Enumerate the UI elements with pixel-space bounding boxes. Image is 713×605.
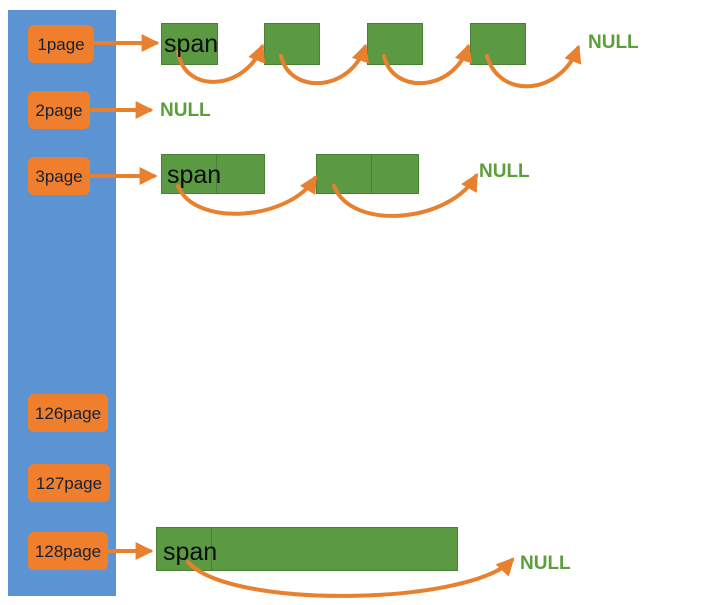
span-box-row1-4 bbox=[470, 23, 526, 65]
page-label-126: 126page bbox=[34, 403, 102, 423]
span-box-row1-2 bbox=[264, 23, 320, 65]
span-box-row3-1a bbox=[161, 154, 217, 194]
page-box-127: 127page bbox=[28, 464, 110, 502]
page-box-128: 128page bbox=[28, 532, 108, 570]
page-box-2: 2page bbox=[28, 91, 90, 129]
page-label-128: 128page bbox=[34, 541, 102, 561]
arrow-row1-link-4 bbox=[485, 44, 582, 89]
span-label-row3: span bbox=[167, 161, 222, 189]
page-box-1: 1page bbox=[28, 25, 94, 63]
page-box-126: 126page bbox=[28, 394, 108, 432]
arrow-row128-link-1 bbox=[186, 557, 515, 598]
arrow-row1-link-2 bbox=[279, 43, 369, 86]
span-box-row1-3 bbox=[367, 23, 423, 65]
arrow-row1-link-3 bbox=[382, 43, 472, 86]
arrow-row3-link-2 bbox=[332, 172, 478, 218]
span-box-row3-2b bbox=[371, 154, 419, 194]
null-label-row1: NULL bbox=[588, 32, 639, 53]
span-label-row128: span bbox=[163, 538, 218, 566]
null-label-row128: NULL bbox=[520, 553, 571, 574]
span-box-row3-1b bbox=[216, 154, 265, 194]
span-label-row1: span bbox=[164, 30, 219, 58]
page-label-127: 127page bbox=[35, 473, 103, 493]
arrow-row1-link-1 bbox=[176, 43, 266, 84]
null-label-row3: NULL bbox=[479, 161, 530, 182]
null-label-row2: NULL bbox=[160, 100, 211, 121]
span-box-row128-b bbox=[211, 527, 458, 571]
page-label-1: 1page bbox=[37, 34, 85, 54]
span-box-row1-1 bbox=[161, 23, 218, 65]
span-box-row128-a bbox=[156, 527, 212, 571]
arrow-row3-link-1 bbox=[176, 174, 317, 216]
page-label-2: 2page bbox=[35, 100, 83, 120]
page-box-3: 3page bbox=[28, 157, 90, 195]
span-box-row3-2a bbox=[316, 154, 372, 194]
page-label-3: 3page bbox=[35, 166, 83, 186]
